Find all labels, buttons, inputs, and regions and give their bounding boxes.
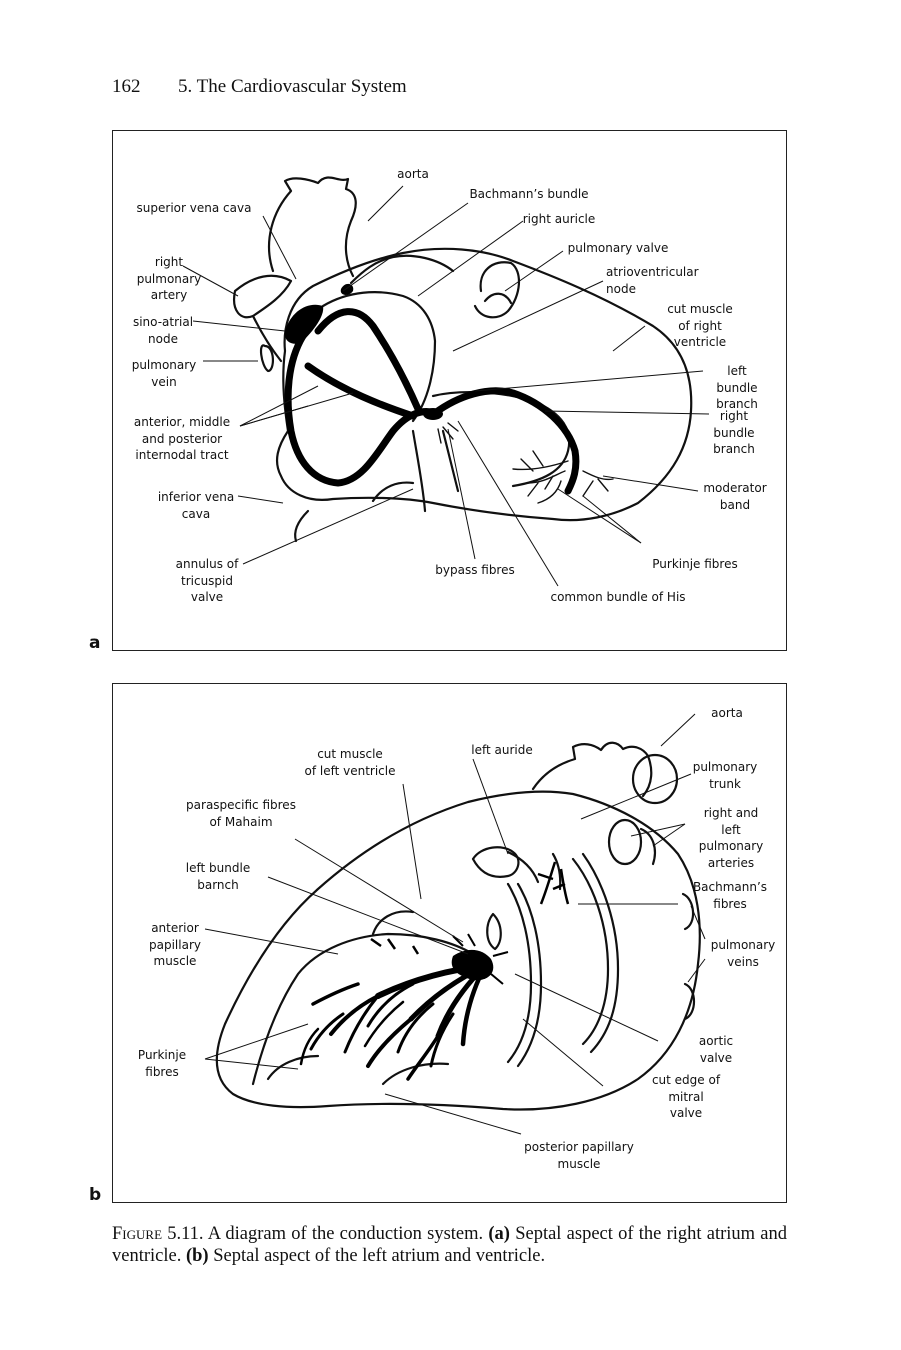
running-head: 1625. The Cardiovascular System [112, 76, 407, 98]
heart-left-septal-diagram [113, 684, 787, 1203]
label-atrioventricular-node: atrioventricular node [606, 264, 699, 297]
label-aorta-b: aorta [711, 705, 743, 722]
label-right-bundle-branch: right bundle branch [713, 408, 755, 458]
caption-text-b: Septal aspect of the left atrium and ven… [213, 1246, 545, 1266]
label-superior-vena-cava: superior vena cava [137, 200, 252, 217]
label-sino-atrial-node: sino-atrial node [133, 314, 193, 347]
caption-text: A diagram of the conduction system. [208, 1224, 483, 1244]
label-left-auricle: left auride [471, 742, 532, 759]
figure-a-panel: aorta Bachmann’s bundle superior vena ca… [112, 130, 787, 651]
label-right-left-pulmonary-arteries: right and left pulmonary arteries [699, 805, 764, 871]
label-moderator-band: moderator band [703, 480, 766, 513]
caption-marker-a: (a) [488, 1224, 510, 1244]
caption-label: Figure 5.11. [112, 1224, 204, 1244]
page-number: 162 [112, 76, 178, 98]
figure-b-panel: aorta cut muscle of left ventricle left … [112, 683, 787, 1203]
label-bypass-fibres: bypass fibres [435, 562, 515, 579]
label-left-bundle-branch-a: left bundle branch [713, 363, 762, 413]
label-left-bundle-branch-b: left bundle barnch [186, 860, 250, 893]
label-internodal-tract: anterior, middle and posterior internoda… [134, 414, 230, 464]
label-annulus-tricuspid-valve: annulus of tricuspid valve [176, 556, 239, 606]
label-posterior-papillary-muscle: posterior papillary muscle [524, 1139, 634, 1172]
label-aorta-a: aorta [397, 166, 429, 183]
label-purkinje-fibres-b: Purkinje fibres [138, 1047, 186, 1080]
panel-letter-b: b [89, 1185, 101, 1205]
label-purkinje-fibres-a: Purkinje fibres [652, 556, 737, 573]
label-pulmonary-valve-a: pulmonary valve [568, 240, 669, 257]
figure-caption: Figure 5.11. A diagram of the conduction… [112, 1223, 787, 1267]
chapter-title: 5. The Cardiovascular System [178, 76, 407, 97]
panel-letter-a: a [89, 633, 100, 653]
label-pulmonary-vein-a: pulmonary vein [132, 357, 197, 390]
label-cut-edge-mitral-valve: cut edge of mitral valve [636, 1072, 736, 1122]
label-inferior-vena-cava: inferior vena cava [158, 489, 234, 522]
label-cut-muscle-right-ventricle: cut muscle of right ventricle [667, 301, 733, 351]
label-right-auricle: right auricle [523, 211, 596, 228]
label-paraspecific-fibres-mahaim: paraspecific fibres of Mahaim [186, 797, 296, 830]
label-cut-muscle-left-ventricle: cut muscle of left ventricle [304, 746, 395, 779]
label-bachmanns-fibres: Bachmann’s fibres [693, 879, 767, 912]
caption-marker-b: (b) [186, 1246, 209, 1266]
label-pulmonary-trunk: pulmonary trunk [693, 759, 758, 792]
label-pulmonary-veins: pulmonary veins [711, 937, 776, 970]
label-bachmanns-bundle: Bachmann’s bundle [469, 186, 588, 203]
label-aortic-valve: aortic valve [681, 1033, 751, 1066]
label-right-pulmonary-artery: right pulmonary artery [137, 254, 202, 304]
label-anterior-papillary-muscle: anterior papillary muscle [149, 920, 201, 970]
label-common-bundle-of-his: common bundle of His [550, 589, 685, 606]
